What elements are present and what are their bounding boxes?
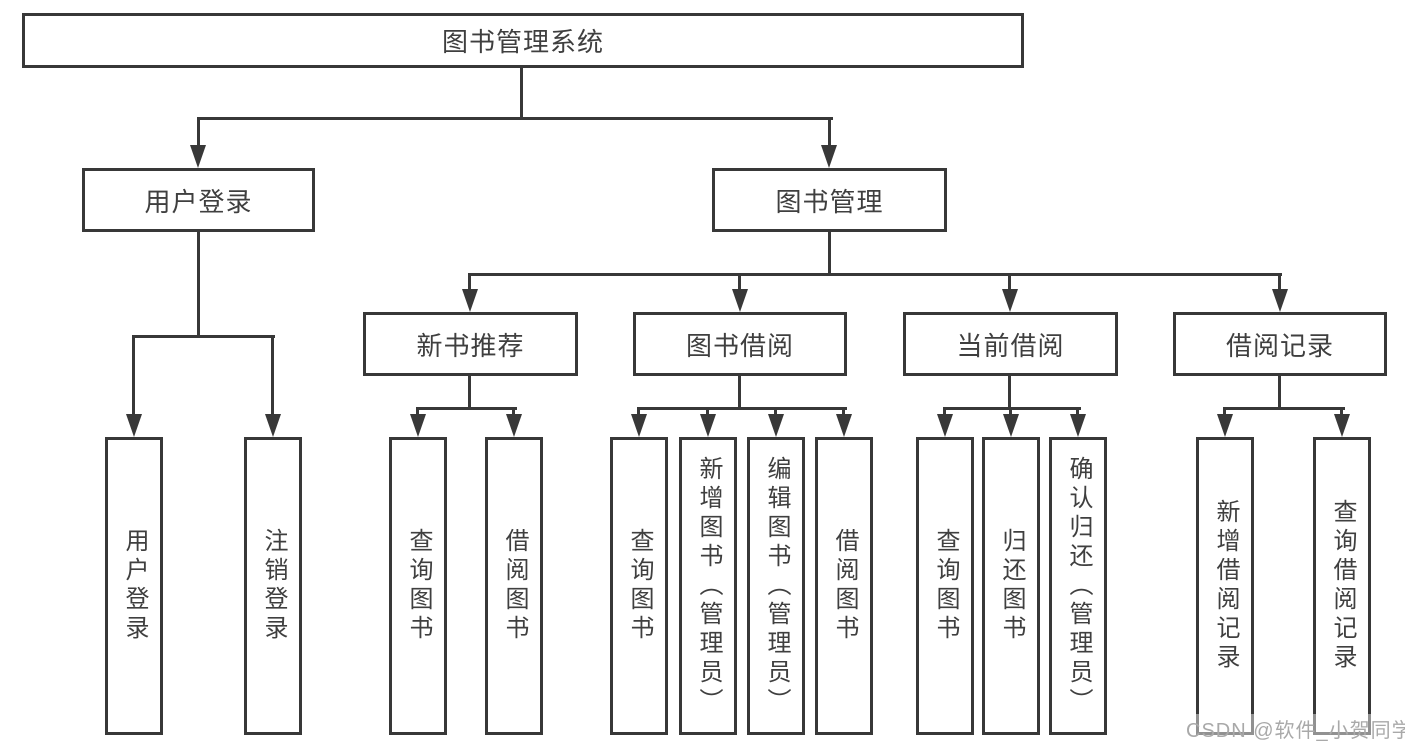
connector-drop: [1223, 407, 1226, 417]
node-borrow-records: 借阅记录: [1173, 312, 1387, 376]
connector-stem: [1008, 376, 1011, 409]
connector-stem: [197, 232, 200, 337]
node-label: 新书推荐: [416, 330, 525, 361]
arrow-down-icon: [631, 414, 647, 437]
connector-drop: [416, 407, 419, 417]
node-leaf-br-add-record: 新增借阅记录: [1196, 437, 1254, 735]
arrow-down-icon: [126, 414, 142, 437]
connector-branch: [468, 273, 1282, 276]
node-book-borrow: 图书借阅: [633, 312, 847, 376]
node-label: 注销登录: [260, 528, 287, 644]
node-leaf-cb-return-book: 归还图书: [982, 437, 1040, 735]
connector-drop: [943, 407, 946, 417]
arrow-down-icon: [1002, 289, 1018, 312]
arrow-down-icon: [821, 145, 837, 168]
connector-drop: [468, 273, 471, 292]
arrow-down-icon: [462, 289, 478, 312]
node-label: 借阅记录: [1225, 330, 1334, 361]
node-label: 新增借阅记录: [1212, 499, 1239, 673]
node-book-mgmt-group: 图书管理: [712, 168, 947, 232]
connector-drop: [706, 407, 709, 417]
arrow-down-icon: [190, 145, 206, 168]
connector-branch: [132, 335, 275, 338]
arrow-down-icon: [506, 414, 522, 437]
connector-stem: [468, 376, 471, 409]
connector-branch: [1223, 407, 1345, 410]
node-label: 归还图书: [998, 528, 1025, 644]
node-label: 借阅图书: [831, 528, 858, 644]
node-label: 查询图书: [932, 528, 959, 644]
arrow-down-icon: [768, 414, 784, 437]
arrow-down-icon: [1070, 414, 1086, 437]
connector-branch: [416, 407, 517, 410]
node-new-book-rec: 新书推荐: [363, 312, 578, 376]
connector-drop: [1076, 407, 1079, 417]
node-root: 图书管理系统: [22, 13, 1024, 68]
connector-stem: [1278, 376, 1281, 409]
node-label: 用户登录: [144, 186, 253, 217]
node-label: 图书管理: [775, 186, 884, 217]
node-label: 查询图书: [405, 528, 432, 644]
node-leaf-nbr-query-book: 查询图书: [389, 437, 447, 735]
node-label: 当前借阅: [956, 330, 1065, 361]
node-label: 用户登录: [121, 528, 148, 644]
arrow-down-icon: [1272, 289, 1288, 312]
arrow-down-icon: [732, 289, 748, 312]
arrow-down-icon: [937, 414, 953, 437]
node-leaf-nbr-borrow-book: 借阅图书: [485, 437, 543, 735]
csdn-watermark: CSDN @软件_小贺同学: [1186, 714, 1405, 743]
arrow-down-icon: [410, 414, 426, 437]
connector-drop: [828, 117, 831, 148]
node-root-label: 图书管理系统: [441, 27, 604, 57]
node-leaf-user-login: 用户登录: [105, 437, 163, 735]
node-leaf-bb-borrow-book: 借阅图书: [815, 437, 873, 735]
connector-drop: [271, 335, 274, 417]
connector-stem: [520, 68, 523, 117]
node-label: 编辑图书（管理员）: [763, 455, 790, 717]
connector-stem: [738, 376, 741, 409]
node-leaf-bb-add-book: 新增图书（管理员）: [679, 437, 737, 735]
node-leaf-bb-edit-book: 编辑图书（管理员）: [747, 437, 805, 735]
connector-drop: [1009, 407, 1012, 417]
node-label: 查询借阅记录: [1329, 499, 1356, 673]
node-current-borrow: 当前借阅: [903, 312, 1118, 376]
node-label: 借阅图书: [501, 528, 528, 644]
connector-drop: [738, 273, 741, 292]
arrow-down-icon: [1003, 414, 1019, 437]
node-user-login-group: 用户登录: [82, 168, 315, 232]
arrow-down-icon: [700, 414, 716, 437]
connector-drop: [132, 335, 135, 417]
connector-branch: [943, 407, 1081, 410]
arrow-down-icon: [1217, 414, 1233, 437]
connector-drop: [842, 407, 845, 417]
arrow-down-icon: [265, 414, 281, 437]
connector-branch: [637, 407, 847, 410]
node-leaf-cb-query-book: 查询图书: [916, 437, 974, 735]
node-label: 确认归还（管理员）: [1065, 455, 1092, 717]
connector-drop: [197, 117, 200, 148]
node-leaf-cb-confirm-return: 确认归还（管理员）: [1049, 437, 1107, 735]
connector-drop: [1278, 273, 1281, 292]
arrow-down-icon: [1334, 414, 1350, 437]
connector-drop: [774, 407, 777, 417]
node-leaf-br-query-record: 查询借阅记录: [1313, 437, 1371, 735]
node-leaf-logout: 注销登录: [244, 437, 302, 735]
connector-drop: [637, 407, 640, 417]
connector-drop: [1340, 407, 1343, 417]
connector-drop: [512, 407, 515, 417]
node-label: 图书借阅: [685, 330, 794, 361]
node-label: 新增图书（管理员）: [695, 455, 722, 717]
node-label: 查询图书: [626, 528, 653, 644]
connector-stem: [828, 232, 831, 275]
node-leaf-bb-query-book: 查询图书: [610, 437, 668, 735]
arrow-down-icon: [836, 414, 852, 437]
connector-branch: [197, 117, 833, 120]
connector-drop: [1008, 273, 1011, 292]
